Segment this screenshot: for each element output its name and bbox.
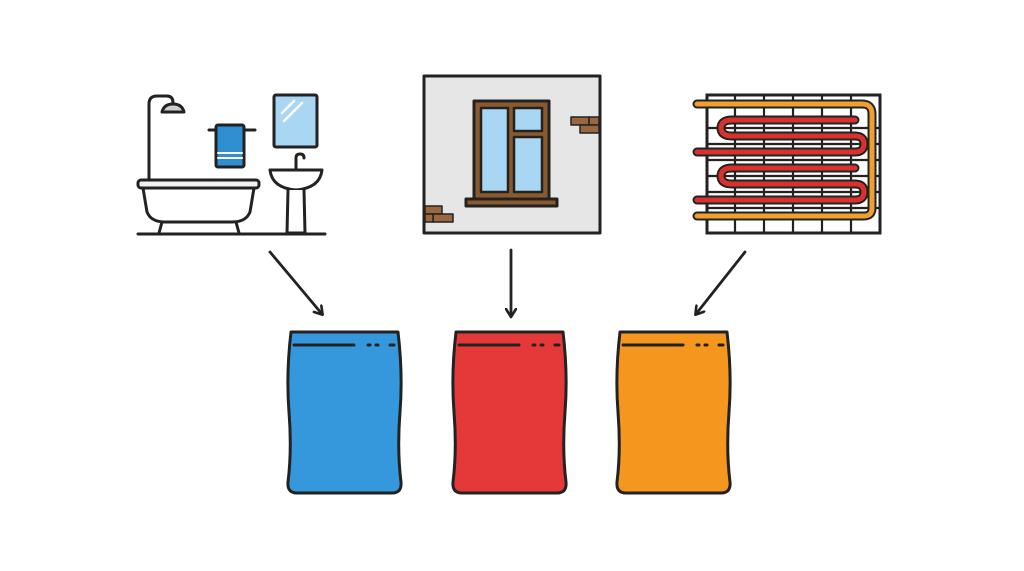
heating-pipe: [694, 117, 867, 155]
mortar-bag-icon: [615, 330, 732, 495]
brick: [424, 205, 443, 215]
mortar-bag-icon: [286, 330, 403, 495]
window-sill: [464, 197, 559, 208]
sink-icon: [268, 168, 324, 192]
brick: [570, 116, 590, 126]
mirror-reflection: [280, 99, 296, 115]
supply-pipe: [694, 101, 875, 219]
bathtub-icon: [141, 186, 256, 224]
bag-body: [451, 330, 568, 495]
shower-head-icon: [160, 102, 186, 114]
heating-pipe: [694, 165, 867, 203]
bag-body: [615, 330, 732, 495]
shower-pipe: [147, 94, 175, 182]
towel-icon: [214, 123, 246, 169]
brick: [432, 213, 454, 223]
arrow-bathroom-to-blue-bag: [268, 250, 322, 314]
arrow-heating-to-orange-bag: [696, 250, 747, 314]
mortar-bags: [286, 330, 732, 495]
window-pane: [512, 135, 544, 194]
sink-pedestal: [285, 188, 307, 235]
brick: [424, 213, 434, 223]
mirror-icon: [272, 93, 319, 149]
brick: [588, 116, 600, 126]
masonry-wall-window-icon: [422, 74, 602, 235]
window-pane: [479, 106, 510, 194]
bathtub-leg: [234, 220, 241, 235]
brick: [579, 124, 600, 134]
underfloor-heating-icon: [692, 93, 882, 235]
faucet-icon: [294, 152, 306, 170]
bathtub-leg: [157, 220, 164, 235]
bathroom-icon: [136, 93, 327, 236]
window-pane: [512, 106, 544, 133]
bag-body: [286, 330, 403, 495]
mortar-bag-icon: [451, 330, 568, 495]
mirror-reflection: [282, 101, 304, 123]
